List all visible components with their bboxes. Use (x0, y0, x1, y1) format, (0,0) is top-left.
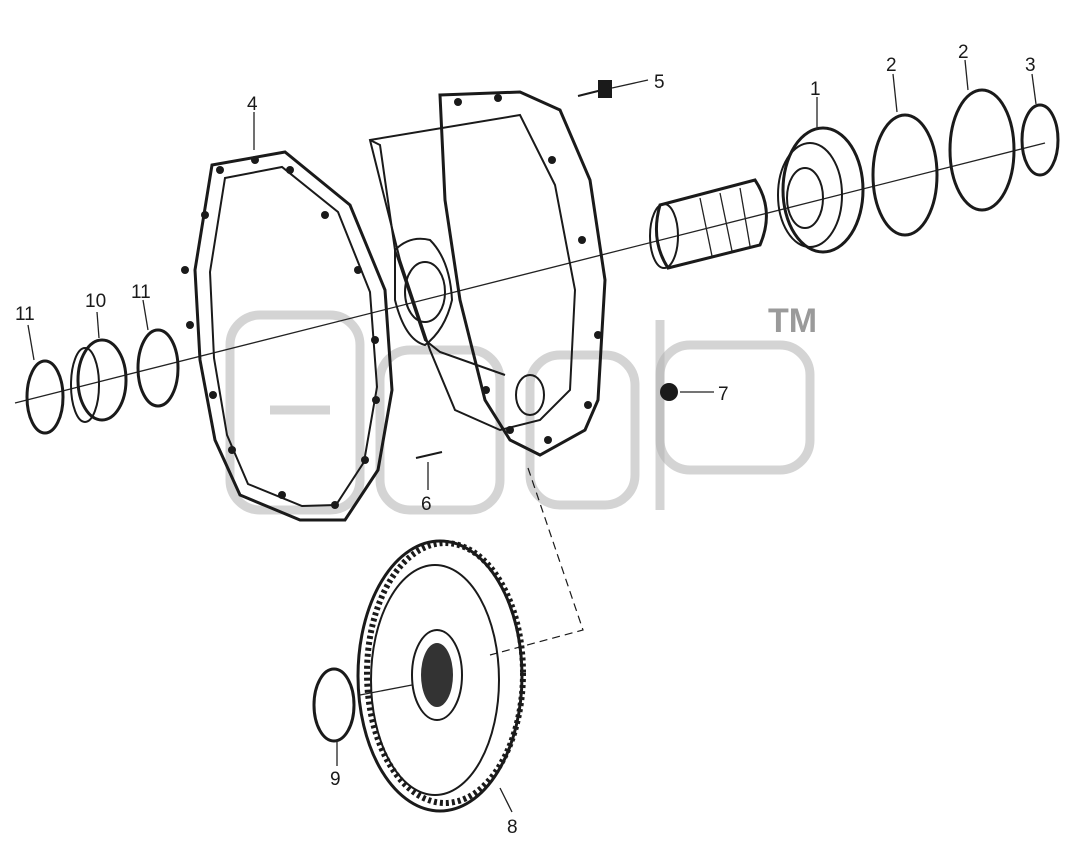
plug-part-7 (660, 383, 678, 401)
snap-ring-part-2-b (948, 88, 1016, 212)
watermark-tm-mark: TM (768, 302, 817, 340)
watermark-logo: TM (225, 302, 817, 515)
callout-10: 10 (85, 291, 106, 312)
snap-ring-part-2-a (871, 113, 939, 237)
callout-3: 3 (1025, 55, 1036, 76)
callout-1: 1 (810, 79, 821, 100)
gear-part-8 (356, 539, 526, 813)
callout-11a: 11 (15, 304, 35, 325)
ring-part-11-a (25, 359, 65, 435)
leader-lines (27, 59, 1037, 813)
gasket-part-4 (181, 150, 394, 522)
bearing-part-1 (777, 126, 865, 254)
callout-9: 9 (330, 769, 341, 790)
locating-dashed-line (489, 467, 584, 656)
ring-part-11-b (136, 328, 180, 408)
callout-7: 7 (718, 384, 729, 405)
callout-2b: 2 (958, 42, 969, 63)
callout-11b: 11 (131, 282, 151, 303)
roller-sleeve (649, 178, 768, 270)
assembly-axis-line (14, 142, 1046, 404)
stud-part-6 (415, 451, 443, 459)
ring-part-9 (312, 667, 356, 743)
callout-labels: 1 2 2 3 4 5 6 7 8 9 10 11 11 (15, 42, 1036, 838)
callout-2a: 2 (886, 55, 897, 76)
gear-axis-line (359, 684, 413, 696)
callout-4: 4 (247, 94, 258, 115)
callout-6: 6 (421, 494, 432, 515)
callout-5: 5 (654, 72, 665, 93)
callout-8: 8 (507, 817, 518, 838)
housing (368, 90, 607, 457)
bolt-part-5 (577, 80, 612, 98)
bushing-part-10 (70, 338, 128, 423)
circlip-part-3 (1020, 103, 1060, 177)
